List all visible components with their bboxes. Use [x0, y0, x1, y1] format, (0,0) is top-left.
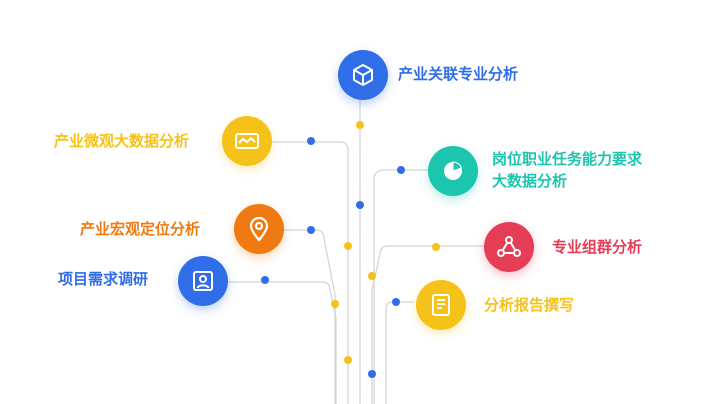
cash-icon [235, 133, 259, 149]
junction-dot [331, 300, 339, 308]
label-report-writing: 分析报告撰写 [484, 296, 575, 314]
node-industry-big-data [222, 116, 272, 166]
junction-dot [307, 137, 315, 145]
junction-dot [368, 272, 376, 280]
junction-dot [307, 226, 315, 234]
junction-dot [397, 166, 405, 174]
label-job-requirements-line-1: 岗位职业任务能力要求 [492, 150, 643, 168]
node-report-writing [416, 280, 466, 330]
cube-icon [353, 64, 373, 86]
pie-chart-icon [444, 161, 463, 180]
label-job-requirements-line-2: 大数据分析 [492, 172, 568, 190]
junction-dot [368, 370, 376, 378]
node-industry-relation [338, 50, 388, 100]
label-industry-location: 产业宏观定位分析 [80, 220, 201, 238]
label-job-requirements: 岗位职业任务能力要求 大数据分析 [492, 148, 642, 192]
node-job-requirements [428, 146, 478, 196]
junction-dot [344, 356, 352, 364]
label-industry-big-data: 产业微观大数据分析 [54, 132, 190, 150]
location-pin-icon [249, 216, 269, 242]
person-card-icon [193, 271, 213, 291]
share-icon [497, 236, 521, 257]
document-icon [432, 294, 450, 316]
node-major-group [484, 222, 534, 272]
junction-dot [344, 242, 352, 250]
junction-dot [392, 298, 400, 306]
junction-dot [356, 121, 364, 129]
node-industry-location [234, 204, 284, 254]
junction-dot [261, 276, 269, 284]
label-industry-relation: 产业关联专业分析 [398, 65, 519, 83]
junction-dot [432, 243, 440, 251]
junction-dot [356, 201, 364, 209]
label-project-research: 项目需求调研 [58, 270, 149, 288]
node-project-research [178, 256, 228, 306]
label-major-group: 专业组群分析 [552, 238, 643, 256]
